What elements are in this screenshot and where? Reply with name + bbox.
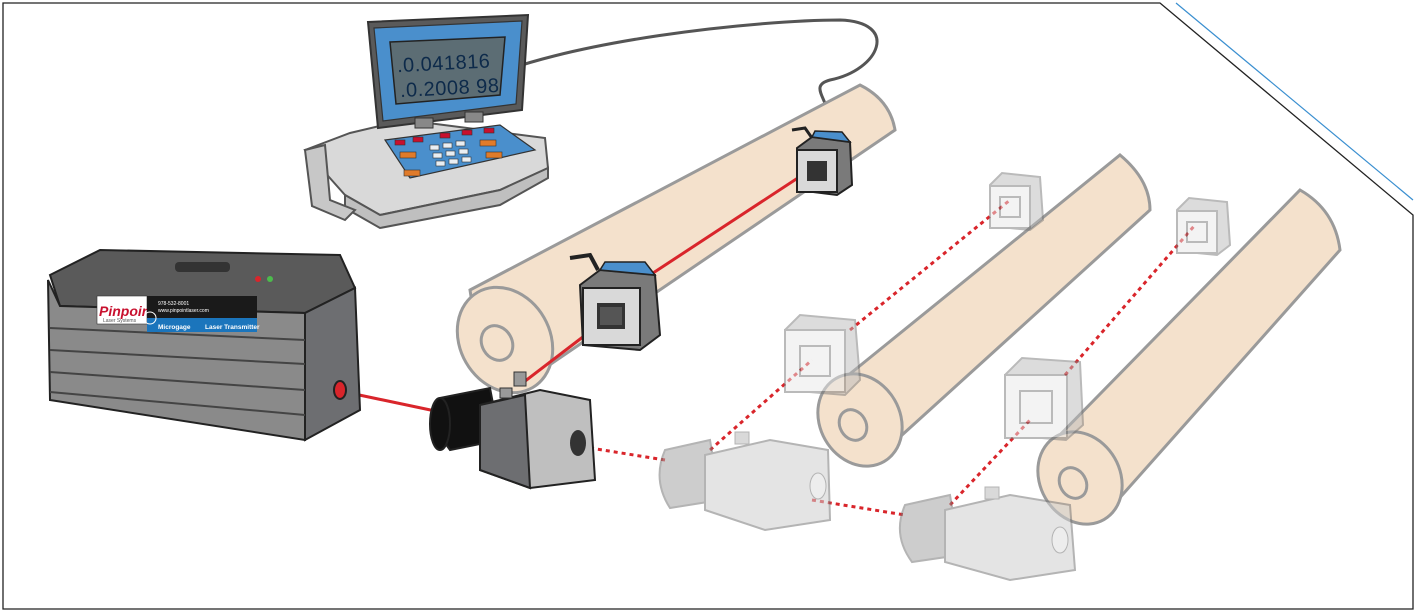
brand-label-blue <box>147 318 257 332</box>
ghost-sensor-head-2 <box>898 486 1077 582</box>
ghost-target-cube-2 <box>989 171 1045 232</box>
target-cube-near <box>569 252 662 352</box>
primary-sensor-head <box>429 371 597 490</box>
readout-line-1: .0.041816 <box>396 50 491 77</box>
ghost-target-cube-3 <box>1004 356 1085 442</box>
readout-screen <box>389 36 506 105</box>
keypad-keys <box>429 140 472 167</box>
brand-website: www.pinpointlaser.com <box>158 308 209 314</box>
readout-unit: .0.041816 .0.2008 98 <box>303 13 550 230</box>
target-cube-far <box>791 126 854 197</box>
laser-aperture <box>333 380 347 400</box>
brand-name: Pinpoint <box>99 303 156 319</box>
device-name: Laser Transmitter <box>205 324 260 331</box>
readout-line-2: .0.2008 98 <box>399 75 500 102</box>
laser-transmitter: Pinpoint Laser Systems 978-532-8001 www.… <box>47 248 362 442</box>
product-name: Microgage <box>158 324 191 331</box>
sensor-cable <box>469 18 879 142</box>
brand-phone: 978-532-8001 <box>158 301 189 307</box>
main-roller <box>455 83 897 395</box>
brand-label-white <box>96 295 148 325</box>
brand-subtitle: Laser Systems <box>103 318 137 324</box>
roller-3 <box>1036 188 1342 526</box>
ghost-sensor-head-1 <box>658 431 832 532</box>
ghost-target-cube-4 <box>1176 196 1232 257</box>
ghost-target-cube-1 <box>784 313 862 397</box>
